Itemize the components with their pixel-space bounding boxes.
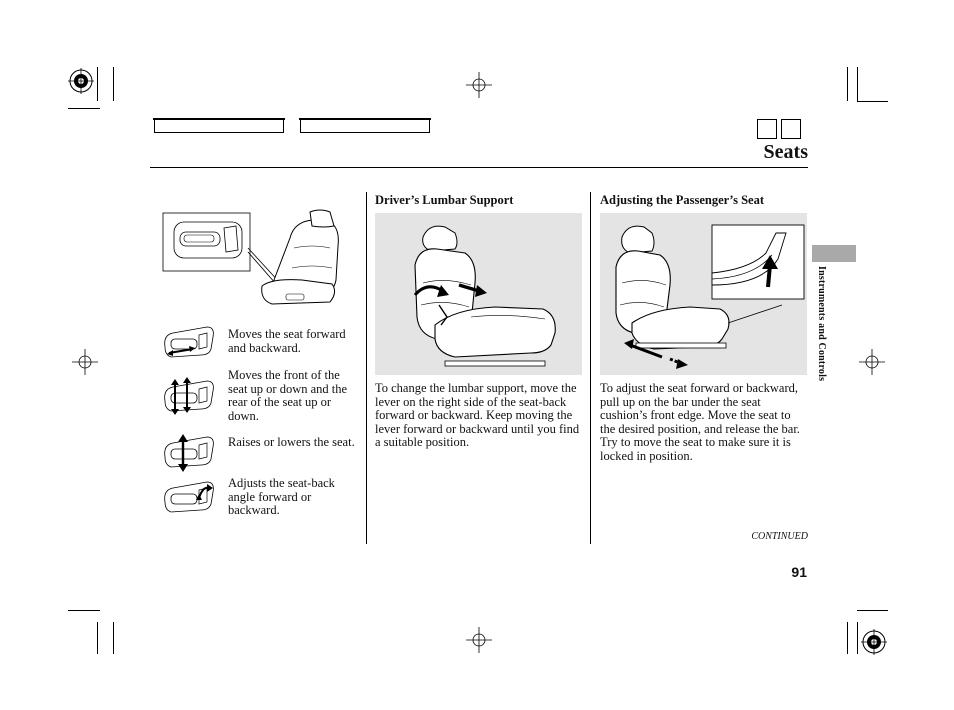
section-body: To change the lumbar support, move the l…	[375, 381, 580, 450]
nav-tab-index[interactable]	[299, 118, 431, 133]
control-description: Moves the seat forward and backward.	[228, 327, 346, 355]
nav-tab-contents[interactable]	[153, 118, 285, 133]
control-description: Adjusts the seat-back angle forward or b…	[228, 476, 335, 518]
seat-front-height-control-icon	[164, 377, 214, 415]
crosshair-icon	[72, 349, 98, 375]
header-rule	[150, 167, 808, 168]
passenger-seat-illustration	[615, 224, 805, 369]
page-number: 91	[791, 564, 807, 580]
column-divider	[366, 192, 367, 544]
crosshair-icon	[466, 627, 492, 653]
nav-next-square[interactable]	[781, 119, 801, 139]
section-tab[interactable]	[812, 245, 856, 262]
registration-target-icon	[861, 629, 887, 655]
page-title: Seats	[763, 141, 808, 163]
section-heading: Driver’s Lumbar Support	[375, 193, 514, 207]
nav-prev-square[interactable]	[757, 119, 777, 139]
section-tab-label: Instruments and Controls	[816, 266, 827, 382]
registration-target-icon	[68, 68, 94, 94]
seat-controls-overview-illustration	[162, 209, 339, 305]
crosshair-icon	[859, 349, 885, 375]
crosshair-icon	[466, 72, 492, 98]
seat-height-control-icon	[164, 434, 214, 472]
control-description: Raises or lowers the seat.	[228, 435, 355, 449]
column-divider	[590, 192, 591, 544]
seat-recline-control-icon	[164, 481, 214, 513]
seat-slide-control-icon	[164, 326, 214, 358]
section-body: To adjust the seat forward or backward, …	[600, 381, 800, 463]
lumbar-support-illustration	[413, 225, 556, 367]
continued-note: CONTINUED	[751, 531, 808, 542]
section-heading: Adjusting the Passenger’s Seat	[600, 193, 764, 207]
control-description: Moves the front of the seat up or down a…	[228, 368, 348, 423]
